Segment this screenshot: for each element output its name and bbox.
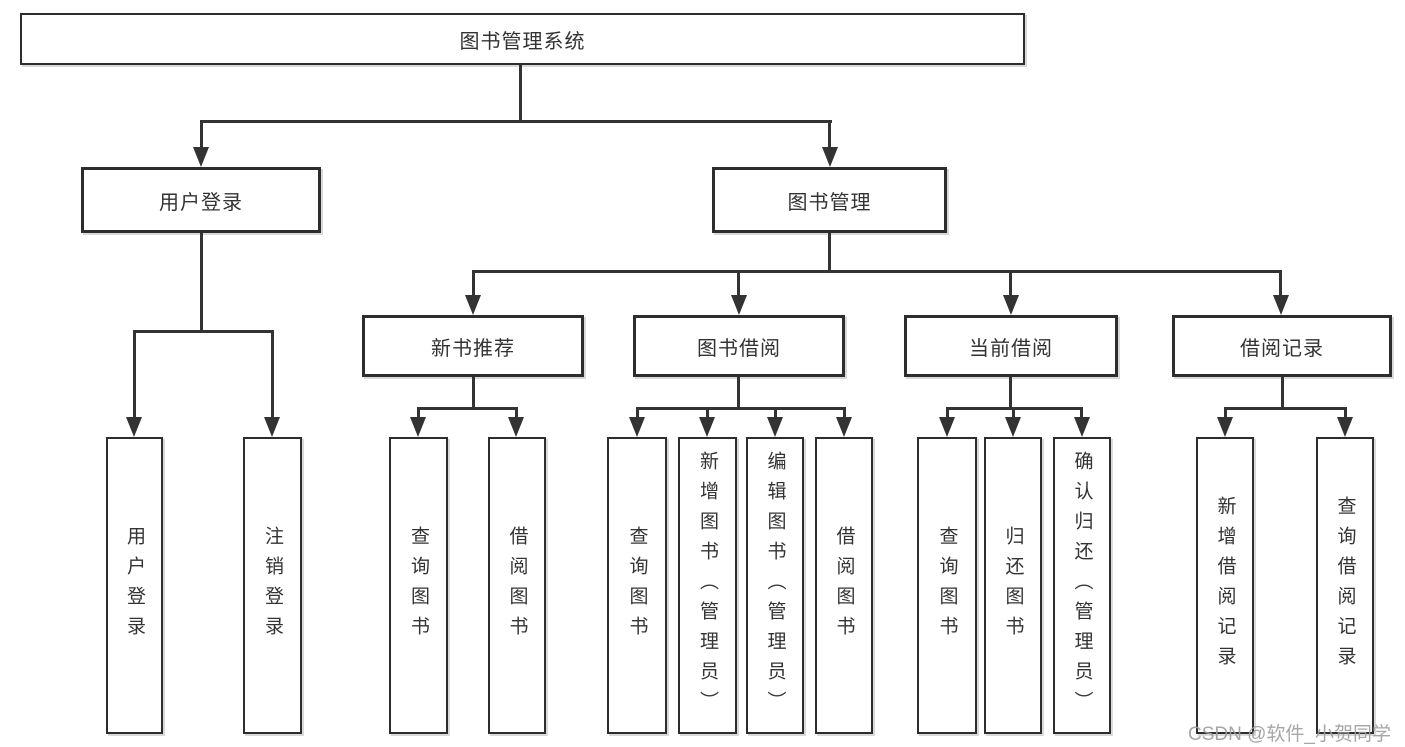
arrow-down-icon <box>731 295 747 315</box>
connector <box>1012 407 1015 419</box>
connector <box>472 377 475 409</box>
connector <box>1281 377 1284 409</box>
connector <box>472 270 1282 273</box>
connector <box>1080 407 1083 419</box>
arrow-down-icon <box>465 295 481 315</box>
connector <box>133 330 136 419</box>
connector <box>737 377 740 409</box>
node-borrow-record: 借阅记录 <box>1172 315 1392 377</box>
connector <box>200 233 203 332</box>
leaf-recommend-query-books: 查询图书 <box>389 437 448 734</box>
arrow-down-icon <box>699 417 715 437</box>
leaf-logout: 注销登录 <box>243 437 302 734</box>
connector <box>828 233 831 272</box>
arrow-down-icon <box>508 417 524 437</box>
connector <box>1224 407 1227 419</box>
leaf-record-query: 查询借阅记录 <box>1316 437 1374 734</box>
arrow-down-icon <box>1273 295 1289 315</box>
connector <box>133 330 273 333</box>
connector <box>472 270 475 296</box>
arrow-down-icon <box>939 417 955 437</box>
connector <box>417 407 420 419</box>
connector <box>1344 407 1347 419</box>
arrow-down-icon <box>410 417 426 437</box>
arrow-down-icon <box>1003 295 1019 315</box>
arrow-down-icon <box>836 417 852 437</box>
leaf-current-confirm-return-admin: 确认归还（管理员） <box>1053 437 1111 734</box>
node-new-book-recommend: 新书推荐 <box>362 315 584 377</box>
leaf-borrow-edit-books-admin: 编辑图书（管理员） <box>746 437 804 734</box>
connector <box>843 407 846 419</box>
leaf-borrow-add-books-admin: 新增图书（管理员） <box>678 437 737 734</box>
node-book-borrow: 图书借阅 <box>633 315 845 377</box>
connector <box>1009 377 1012 409</box>
csdn-watermark: CSDN @软件_小贺同学 <box>1188 724 1391 745</box>
arrow-down-icon <box>767 417 783 437</box>
connector <box>200 120 203 148</box>
connector <box>706 407 709 419</box>
arrow-down-icon <box>126 417 142 437</box>
leaf-borrow-borrow-books: 借阅图书 <box>815 437 873 734</box>
arrow-down-icon <box>1005 417 1021 437</box>
leaf-record-add: 新增借阅记录 <box>1196 437 1254 734</box>
leaf-user-login: 用户登录 <box>106 437 163 734</box>
connector <box>636 407 639 419</box>
connector <box>271 330 274 419</box>
node-book-management: 图书管理 <box>712 167 947 233</box>
arrow-down-icon <box>1074 417 1090 437</box>
connector <box>636 407 846 410</box>
node-library-management-system: 图书管理系统 <box>20 13 1025 65</box>
connector <box>828 120 831 148</box>
arrow-down-icon <box>193 147 209 167</box>
leaf-current-query-books: 查询图书 <box>917 437 977 734</box>
leaf-recommend-borrow-books: 借阅图书 <box>488 437 546 734</box>
connector <box>519 65 522 120</box>
connector <box>1009 270 1012 296</box>
arrow-down-icon <box>264 417 280 437</box>
connector <box>1279 270 1282 296</box>
connector <box>946 407 949 419</box>
connector <box>200 120 832 123</box>
connector <box>737 270 740 296</box>
arrow-down-icon <box>1217 417 1233 437</box>
node-current-borrow: 当前借阅 <box>904 315 1118 377</box>
node-user-login: 用户登录 <box>81 167 321 233</box>
leaf-borrow-query-books: 查询图书 <box>607 437 667 734</box>
connector <box>515 407 518 419</box>
arrow-down-icon <box>822 147 838 167</box>
connector <box>774 407 777 419</box>
leaf-current-return-books: 归还图书 <box>984 437 1042 734</box>
arrow-down-icon <box>629 417 645 437</box>
connector <box>1224 407 1346 410</box>
connector <box>417 407 518 410</box>
arrow-down-icon <box>1337 417 1353 437</box>
